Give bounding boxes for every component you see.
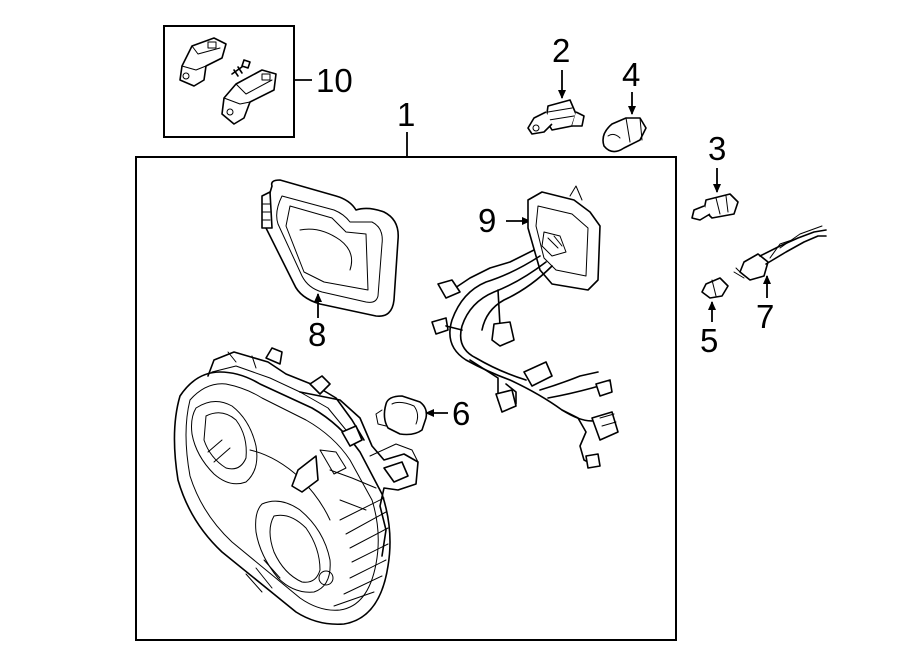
callout-5: 5: [700, 322, 718, 359]
socket-pigtail: [733, 225, 827, 281]
headlamp-gasket: [261, 179, 400, 317]
callout-4: 4: [622, 56, 640, 93]
bulb-socket: [691, 193, 739, 221]
callout-8: 8: [308, 316, 326, 353]
bracket-repair-kit: [163, 25, 312, 138]
callout-9: 9: [478, 202, 496, 239]
headlamp-assembly-frame: [135, 156, 677, 641]
callout-3: 3: [708, 130, 726, 167]
bracket-kit-frame: [163, 25, 295, 138]
callout-7: 7: [756, 298, 774, 335]
callout-10: 10: [316, 62, 353, 99]
headlamp-socket: [375, 395, 428, 436]
callout-1: 1: [397, 96, 415, 133]
small-wedge-bulb: [701, 277, 729, 299]
headlamp-housing: [173, 347, 419, 626]
callout-6: 6: [452, 395, 470, 432]
headlamp-bulb: [527, 99, 585, 135]
callout-2: 2: [552, 32, 570, 69]
side-marker-bulb: [602, 117, 647, 153]
wiring-harness: [431, 185, 619, 469]
